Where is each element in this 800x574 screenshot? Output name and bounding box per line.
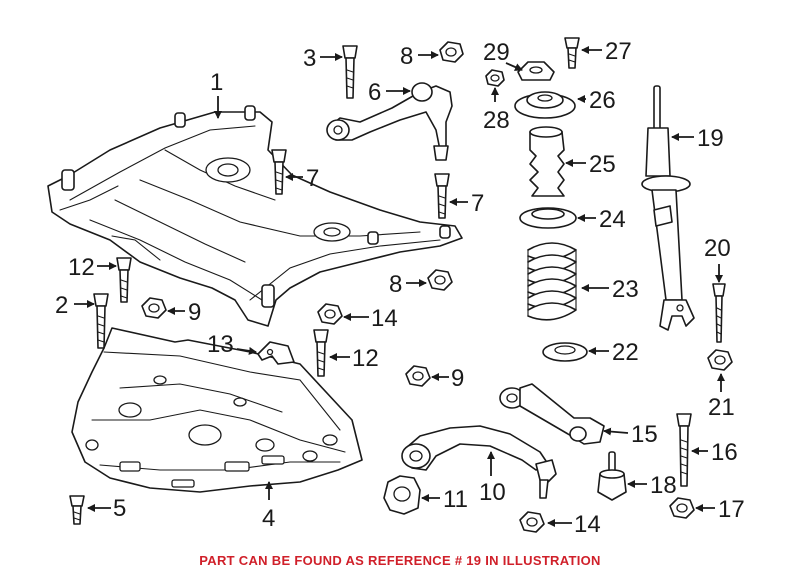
callout-12-left: 12 (68, 254, 95, 281)
bolt-27 (564, 37, 580, 69)
lower-spring-pad (542, 342, 588, 362)
nut-9-right (405, 365, 431, 387)
callout-9-right: 9 (451, 365, 464, 392)
callout-7-lower: 7 (471, 190, 484, 217)
leader-lines (74, 46, 725, 527)
ball-joint (597, 451, 627, 501)
callout-13: 13 (207, 331, 234, 358)
callout-12-right: 12 (352, 345, 379, 372)
callout-2: 2 (55, 292, 68, 319)
front-subframe (47, 105, 463, 327)
callout-11: 11 (443, 486, 468, 513)
control-arm-bushing (383, 475, 421, 515)
nut-17 (669, 497, 695, 519)
tension-strut (499, 383, 605, 445)
nut-28 (485, 69, 505, 87)
callout-8-lower: 8 (389, 271, 402, 298)
upper-spring-seat (519, 207, 577, 229)
bolt-5 (69, 495, 85, 525)
coil-spring (527, 242, 577, 321)
callout-5: 5 (113, 495, 126, 522)
callout-1: 1 (210, 69, 223, 96)
bracket (257, 341, 295, 365)
bolt-3 (342, 45, 358, 99)
bolt-16 (676, 413, 692, 487)
callout-8-upper: 8 (400, 43, 413, 70)
nut-21 (707, 349, 733, 371)
callout-9-left: 9 (188, 299, 201, 326)
nut-8-upper (439, 41, 464, 63)
callout-4: 4 (262, 505, 275, 532)
bolt-7-upper (271, 149, 287, 195)
bolt-20 (712, 283, 726, 343)
callout-10: 10 (479, 479, 506, 506)
nut-14-upper (317, 303, 343, 325)
callout-14-upper: 14 (371, 305, 398, 332)
callout-3: 3 (303, 45, 316, 72)
strut-top-mount (514, 91, 576, 119)
callout-22: 22 (612, 339, 639, 366)
callout-26: 26 (589, 87, 616, 114)
nut-9-left (141, 297, 167, 319)
callout-24: 24 (599, 206, 626, 233)
underbody-shield (71, 327, 363, 493)
dust-boot (529, 126, 565, 197)
nut-14-lower (519, 511, 545, 533)
callout-27: 27 (605, 38, 632, 65)
bolt-12-right (313, 329, 329, 377)
strut-mount-cap (517, 61, 555, 81)
nut-8-lower (427, 269, 453, 291)
callout-29: 29 (483, 39, 510, 66)
callout-25: 25 (589, 151, 616, 178)
callout-23: 23 (612, 276, 639, 303)
shock-absorber (641, 85, 695, 331)
upper-control-arm (326, 82, 453, 161)
callout-17: 17 (718, 496, 745, 523)
reference-note: PART CAN BE FOUND AS REFERENCE # 19 IN I… (199, 553, 601, 568)
callout-19: 19 (697, 125, 724, 152)
callout-6: 6 (368, 79, 381, 106)
bolt-7-lower (434, 173, 450, 219)
callout-20: 20 (704, 235, 731, 262)
lower-control-arm (401, 425, 557, 499)
bolt-2 (93, 293, 109, 349)
callout-15: 15 (631, 421, 658, 448)
callout-7-upper: 7 (306, 165, 319, 192)
callout-21: 21 (708, 394, 735, 421)
callout-18: 18 (650, 472, 677, 499)
callout-14-lower: 14 (574, 511, 601, 538)
bolt-12-left (116, 257, 132, 303)
callout-labels: 1 2 3 4 5 6 7 7 8 8 9 9 10 11 12 12 13 1… (55, 38, 745, 538)
callout-28: 28 (483, 107, 510, 134)
callout-16: 16 (711, 439, 738, 466)
